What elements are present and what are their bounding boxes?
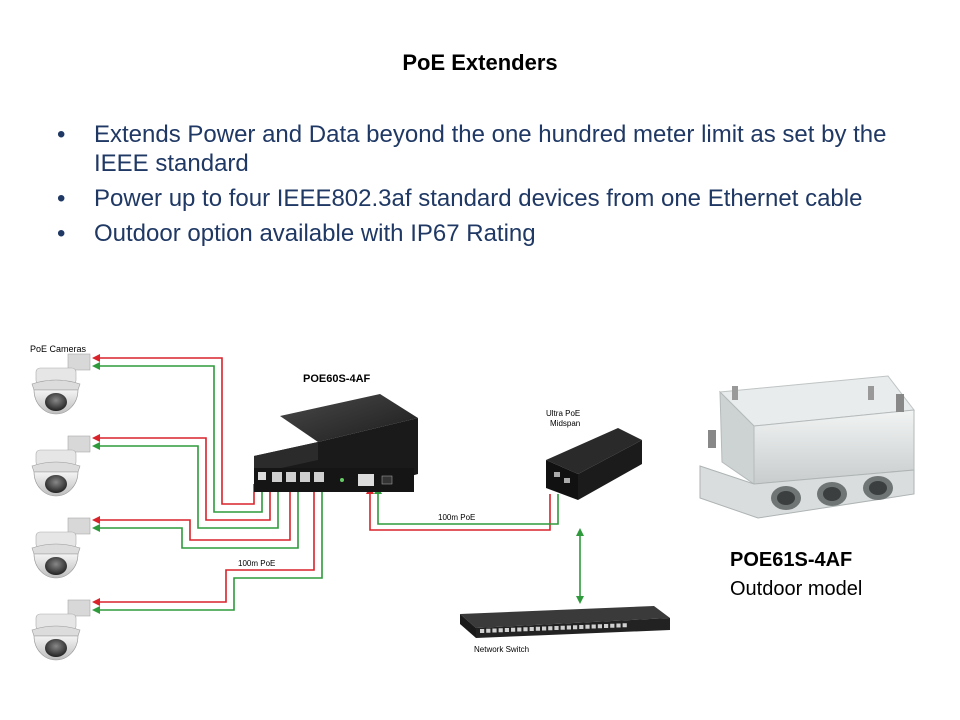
slide-title: PoE Extenders: [402, 50, 558, 75]
switch-ports: [480, 623, 627, 633]
data-wire: [98, 445, 279, 529]
power-wire: [98, 484, 315, 603]
switch-port: [548, 626, 553, 631]
switch-port: [542, 626, 547, 631]
midspan-label: Ultra PoE: [546, 409, 580, 418]
switch-port: [566, 625, 571, 630]
switch-port: [591, 624, 596, 629]
switch-port: [492, 628, 497, 633]
poe-camera-icon: [31, 353, 91, 415]
bullet-item: Power up to four IEEE802.3af standard de…: [57, 184, 917, 213]
data-wire: [98, 484, 299, 549]
power-wire: [98, 437, 271, 521]
switch-port: [610, 623, 615, 628]
outdoor-enclosure-image: [699, 375, 915, 519]
poe-camera-icon: [31, 435, 91, 497]
switch-port: [579, 625, 584, 629]
data-wire: [98, 484, 323, 611]
link-label: 100m PoE: [238, 559, 275, 568]
poe-network-diagram: PoE Cameras POE60S-4AF: [30, 344, 670, 661]
switch-port: [585, 624, 590, 629]
data-wire: [98, 365, 263, 513]
data-wire: [377, 492, 559, 525]
switch-port: [622, 623, 627, 628]
poe-extender-device: [254, 394, 418, 492]
switch-label: Network Switch: [474, 645, 529, 654]
switch-port: [523, 627, 528, 632]
bullet-item: Extends Power and Data beyond the one hu…: [57, 120, 917, 178]
switch-port: [535, 626, 540, 631]
poe-camera-icon: [31, 599, 91, 661]
switch-port: [560, 625, 565, 630]
switch-port: [529, 627, 534, 631]
extender-label: POE60S-4AF: [303, 373, 371, 385]
power-wire: [369, 492, 551, 531]
outdoor-model-description: Outdoor model: [730, 578, 863, 600]
switch-port: [498, 628, 503, 633]
camera-group: [31, 353, 91, 661]
switch-port: [511, 627, 516, 632]
switch-port: [486, 628, 491, 633]
switch-port: [597, 624, 602, 629]
midspan-device: [546, 428, 642, 500]
power-wire: [98, 357, 255, 505]
switch-port: [480, 629, 485, 633]
midspan-label: Midspan: [550, 419, 580, 428]
switch-port: [554, 626, 559, 630]
cameras-label: PoE Cameras: [30, 344, 87, 354]
switch-port: [504, 628, 509, 632]
power-wire: [98, 484, 291, 541]
switch-port: [616, 623, 621, 628]
switch-port: [573, 625, 578, 630]
bullet-item: Outdoor option available with IP67 Ratin…: [57, 219, 917, 248]
poe-camera-icon: [31, 517, 91, 579]
outdoor-model-name: POE61S-4AF: [730, 549, 853, 571]
bullet-list: Extends Power and Data beyond the one hu…: [57, 120, 917, 254]
switch-port: [604, 624, 609, 628]
link-label: 100m PoE: [438, 513, 475, 522]
network-switch-device: [460, 606, 670, 638]
switch-port: [517, 627, 522, 632]
